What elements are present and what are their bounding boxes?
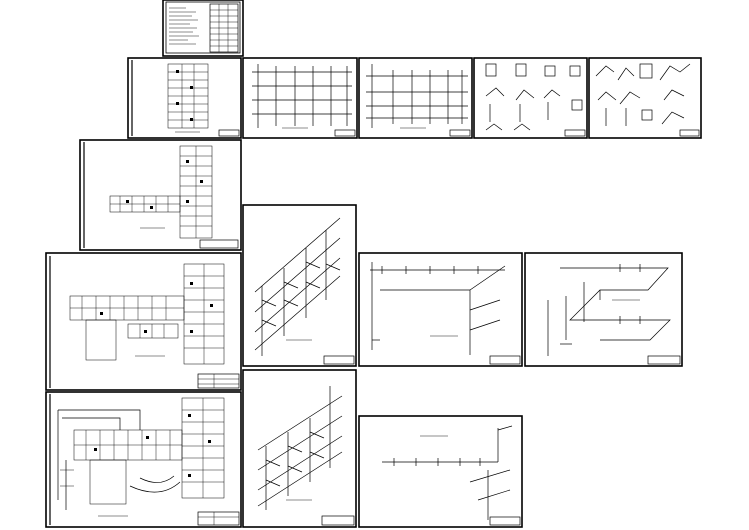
- sheet-floor-plan-l-1[interactable]: [79, 139, 242, 251]
- plan-l1-building: [109, 145, 213, 239]
- axon-2-pipes: [257, 386, 343, 510]
- riser-a-pipes: [252, 64, 352, 128]
- index-text-lines: [169, 7, 199, 45]
- index-table: [209, 3, 239, 53]
- sheet-floor-plan-l-3[interactable]: [45, 391, 242, 528]
- system-1-pipes: [370, 262, 506, 355]
- system-2-pipes: [547, 264, 671, 356]
- sheet-riser-a[interactable]: [242, 57, 358, 139]
- sheet-system-3[interactable]: [358, 415, 523, 528]
- plan-l2-building: [69, 263, 225, 365]
- details-b-symbols: [595, 63, 691, 126]
- sheet-axon-2[interactable]: [242, 369, 357, 528]
- sheet-index[interactable]: [162, 0, 244, 57]
- sheet-floor-plan-small[interactable]: [127, 57, 242, 139]
- riser-b-pipes: [366, 64, 468, 128]
- axon-1-pipes: [254, 217, 341, 356]
- sheet-floor-plan-l-2[interactable]: [45, 252, 242, 391]
- sheet-details-b[interactable]: [588, 57, 702, 139]
- sheet-details-a[interactable]: [473, 57, 588, 139]
- details-a-symbols: [485, 63, 583, 131]
- title-block-l3: [197, 511, 240, 526]
- sheet-system-1[interactable]: [358, 252, 523, 367]
- sheet-riser-b[interactable]: [358, 57, 473, 139]
- floor-plan-rooms: [167, 63, 209, 129]
- title-block-l2: [197, 373, 240, 389]
- sheet-axon-1[interactable]: [242, 204, 357, 367]
- system-3-pipes: [382, 425, 513, 520]
- sheet-system-2[interactable]: [524, 252, 683, 367]
- plan-l3-building: [57, 397, 225, 510]
